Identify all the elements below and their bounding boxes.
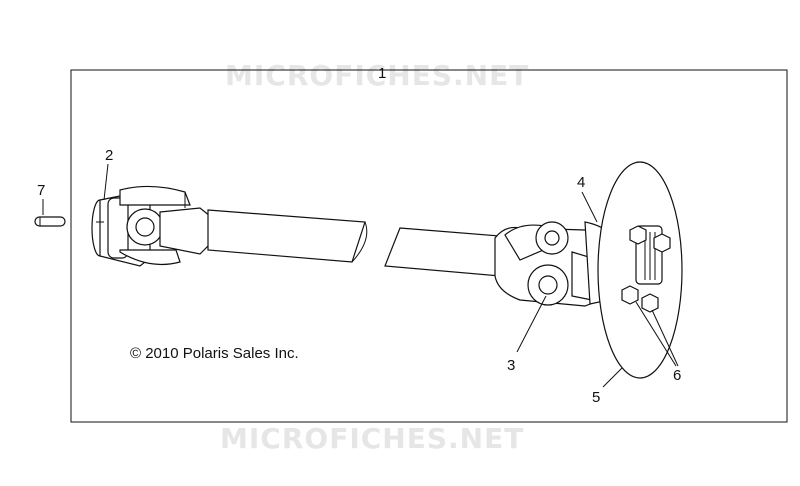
watermark-top: MICROFICHES.NET [225,59,529,92]
nut-set [621,225,671,313]
pin-part [34,216,66,227]
leader-2 [103,163,109,201]
callout-2: 2 [105,147,113,164]
callout-5: 5 [592,389,600,406]
callout-3: 3 [507,357,515,374]
assembly-frame [70,69,788,423]
leader-5 [602,367,623,388]
copyright-notice: © 2010 Polaris Sales Inc. [130,345,299,362]
right-yoke-assembly [494,221,609,307]
shaft-right-segment [384,227,501,277]
flange-disc [597,161,683,379]
callout-1: 1 [378,65,386,82]
leader-6b [651,309,679,367]
watermark-bottom: MICROFICHES.NET [220,422,524,455]
left-yoke-assembly [91,185,211,267]
leader-6a [635,301,677,367]
leader-4 [581,191,598,223]
shaft-left-segment [207,209,366,263]
callout-7: 7 [37,182,45,199]
callout-6: 6 [673,367,681,384]
leader-3 [516,295,547,353]
shaft-left-cut [351,221,368,263]
callout-4: 4 [577,174,585,191]
